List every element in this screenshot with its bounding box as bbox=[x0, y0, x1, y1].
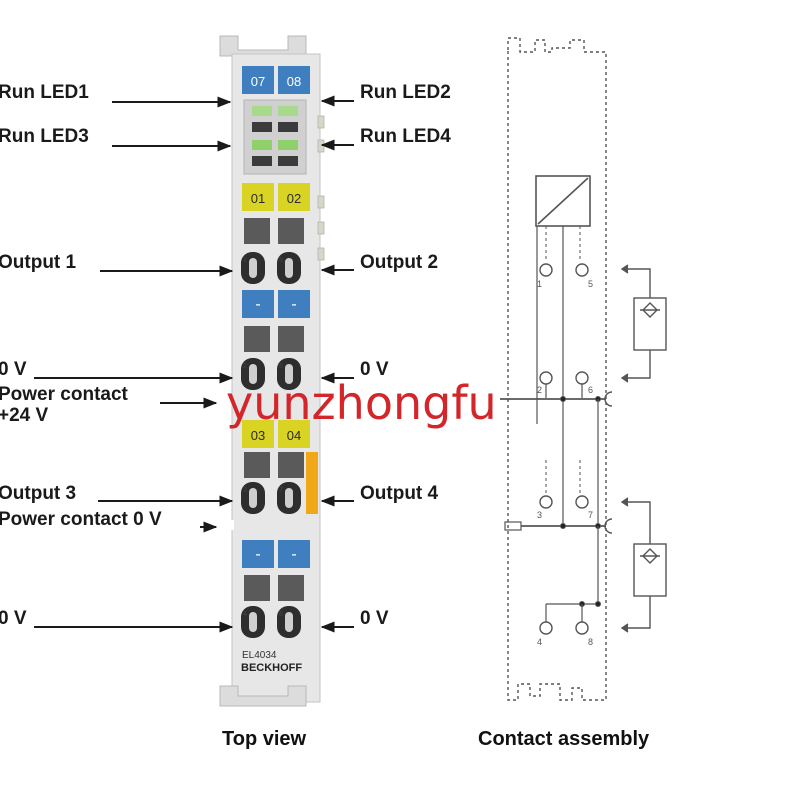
tab-minus-1: - bbox=[255, 296, 260, 313]
model-label: EL4034 bbox=[242, 650, 277, 661]
load-symbol-1 bbox=[620, 264, 667, 383]
tab-03: 03 bbox=[251, 428, 265, 443]
label-0v-right-1: 0 V bbox=[360, 359, 389, 380]
tab-minus-2: - bbox=[291, 296, 296, 313]
term-num-4: 4 bbox=[243, 611, 247, 618]
label-output2: Output 2 bbox=[360, 252, 439, 273]
contact-7 bbox=[575, 495, 589, 509]
label-run-led1: Run LED1 bbox=[0, 82, 89, 103]
contact-num-7: 7 bbox=[588, 510, 593, 520]
label-output3: Output 3 bbox=[0, 483, 77, 504]
label-output1: Output 1 bbox=[0, 252, 77, 273]
contact-6 bbox=[575, 371, 589, 385]
term-num-1: 1 bbox=[243, 257, 247, 264]
term-num-7: 7 bbox=[279, 487, 283, 494]
contact-3 bbox=[539, 495, 553, 509]
label-output4: Output 4 bbox=[360, 483, 439, 504]
tab-04: 04 bbox=[287, 428, 301, 443]
contact-2 bbox=[539, 371, 553, 385]
contact-num-8: 8 bbox=[588, 637, 593, 647]
tab-07: 07 bbox=[251, 74, 265, 89]
term-num-6: 6 bbox=[279, 363, 283, 370]
label-power-contact-0v: Power contact 0 V bbox=[0, 509, 162, 530]
contact-num-3: 3 bbox=[537, 510, 542, 520]
contact-8 bbox=[575, 621, 589, 635]
label-plus-24v: +24 V bbox=[0, 405, 49, 426]
contact-num-4: 4 bbox=[537, 637, 542, 647]
label-run-led3: Run LED3 bbox=[0, 126, 89, 147]
terminal-row-2 bbox=[241, 326, 304, 390]
contact-5 bbox=[575, 263, 589, 277]
caption-top-view: Top view bbox=[222, 728, 307, 750]
contact-num-2: 2 bbox=[537, 385, 542, 395]
contact-num-5: 5 bbox=[588, 279, 593, 289]
term-num-2: 2 bbox=[243, 363, 247, 370]
term-num-5: 5 bbox=[279, 257, 283, 264]
load-symbol-2 bbox=[620, 497, 667, 633]
contact-num-6: 6 bbox=[588, 385, 593, 395]
terminal-row-1 bbox=[241, 218, 304, 284]
terminal-row-3 bbox=[241, 452, 304, 514]
label-0v-left-1: 0 V bbox=[0, 359, 27, 380]
tab-01: 01 bbox=[251, 191, 265, 206]
watermark: yunzhongfu bbox=[226, 376, 497, 430]
term-num-3: 3 bbox=[243, 487, 247, 494]
contact-4 bbox=[539, 621, 553, 635]
caption-contact-assembly: Contact assembly bbox=[478, 728, 650, 750]
terminal-row-4 bbox=[241, 575, 304, 638]
brand-label: BECKHOFF bbox=[241, 662, 302, 674]
label-run-led4: Run LED4 bbox=[360, 126, 451, 147]
label-0v-right-2: 0 V bbox=[360, 608, 389, 629]
tab-02: 02 bbox=[287, 191, 301, 206]
contact-assembly: 1 5 2 6 3 7 4 8 bbox=[500, 37, 667, 701]
contact-num-1: 1 bbox=[537, 279, 542, 289]
terminal-module: 07 08 01 02 - - 03 04 - - EL4034 BECKHOF… bbox=[219, 35, 325, 707]
tab-08: 08 bbox=[287, 74, 301, 89]
label-power-contact-24v: Power contact bbox=[0, 384, 128, 405]
tab-minus-4: - bbox=[291, 546, 296, 563]
label-0v-left-2: 0 V bbox=[0, 608, 27, 629]
term-num-8: 8 bbox=[279, 611, 283, 618]
led-block bbox=[252, 106, 298, 166]
tab-minus-3: - bbox=[255, 546, 260, 563]
leader-arrows bbox=[34, 95, 354, 633]
label-run-led2: Run LED2 bbox=[360, 82, 451, 103]
contact-1 bbox=[539, 263, 553, 277]
module-outline bbox=[507, 37, 607, 701]
